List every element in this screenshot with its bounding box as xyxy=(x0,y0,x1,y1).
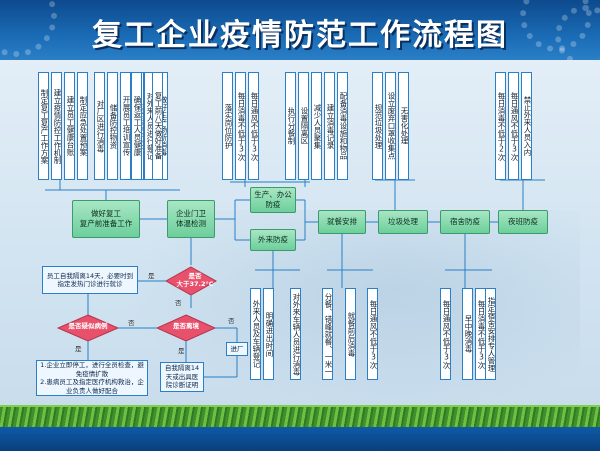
label-no: 否 xyxy=(175,299,182,307)
box-gate: 企业门卫 体温检测 xyxy=(167,200,215,238)
box-canteen: 就餐安排 xyxy=(318,210,366,234)
decision-temp-text: 是否 大于37.2°C xyxy=(176,272,214,288)
footer-band xyxy=(0,427,600,451)
top-item-box: 规范垃圾处理 xyxy=(372,72,383,180)
suspect-note: 1.企业立即停工，进行全员检查，避免疫情扩散 2.患病员工及指定医疗机构救治，企… xyxy=(36,360,148,396)
top-item-box: 制定复工复产工作方案 xyxy=(38,72,49,180)
bottom-item-box: 分餐、错峰就餐、一米一凳 xyxy=(322,288,333,380)
top-item-box: 对厂区进行消毒 xyxy=(94,72,105,180)
enter-factory-box: 进厂 xyxy=(226,342,248,356)
top-item-box: 设立废弃口罩收集点 xyxy=(385,72,396,180)
decision-close-text: 是否离境 xyxy=(173,322,199,330)
label-yes: 是 xyxy=(148,272,155,280)
top-item-box: 减少人员聚集 xyxy=(311,72,322,180)
top-item-box: 复工前八天做好准备 xyxy=(152,72,163,180)
top-item-box: 建立员工健康台账 xyxy=(64,72,75,180)
top-item-box: 储备防控物资 xyxy=(107,72,118,180)
box-night: 夜班防疫 xyxy=(498,210,548,234)
top-item-box: 每日消毒不低于2次 xyxy=(495,72,506,180)
box-dorm: 宿舍防疫 xyxy=(440,210,490,234)
top-item-box: 配备消毒设施和物品 xyxy=(337,72,348,180)
top-item-box: 无害化处理 xyxy=(398,72,409,180)
bottom-item-box: 指定宿舍安排专人管理 xyxy=(485,288,496,380)
top-item-box: 开展员工培训宣传 xyxy=(120,72,131,180)
top-item-box: 设置隔离区 xyxy=(298,72,309,180)
decision-fever-text: 是否疑似病例 xyxy=(68,322,108,330)
top-item-box: 建立疫情防控工作机制 xyxy=(51,72,62,180)
bottom-item-box: 每日通风不低于3次 xyxy=(367,288,378,380)
top-item-box: 建立消毒记录 xyxy=(324,72,335,180)
page-title: 复工企业疫情防范工作流程图 xyxy=(92,18,508,53)
grass-strip xyxy=(0,405,600,429)
isolation-note: 员工自我隔离14天，必要时到 指定发热门诊进行就诊 xyxy=(42,266,138,294)
self-isolate-box: 自我隔离14 天或出具医 院诊断证明 xyxy=(160,362,204,392)
top-item-box: 制定应急处置预案 xyxy=(77,72,88,180)
top-item-box: 每日消毒不低于3次 xyxy=(235,72,246,180)
gear-icon xyxy=(0,0,57,57)
bottom-item-box: 对外来车辆人员进行消毒检测 xyxy=(290,288,301,380)
label-no: 否 xyxy=(128,319,135,327)
bottom-item-box: 早中晚消毒 xyxy=(462,288,473,380)
top-item-box: 禁止外来人员入内 xyxy=(521,72,532,180)
top-item-box: 每日通风不低于3次 xyxy=(248,72,259,180)
box-prep: 做好复工 复产前准备工作 xyxy=(72,200,140,238)
label-yes: 是 xyxy=(178,347,185,355)
top-item-box: 每日通风不低于3次 xyxy=(508,72,519,180)
top-item-box: 执行分餐制 xyxy=(285,72,296,180)
bottom-item-box: 明确进出时间 xyxy=(263,288,274,380)
box-outside: 外来防疫 xyxy=(250,229,296,251)
box-garbage: 垃圾处理 xyxy=(378,210,428,234)
label-no: 否 xyxy=(228,317,235,325)
bottom-item-box: 每日通风不低于3次 xyxy=(440,288,451,380)
label-yes: 是 xyxy=(75,345,82,353)
bottom-item-box: 就餐前后消毒 xyxy=(345,288,356,380)
box-office: 生产、办公 防疫 xyxy=(250,187,296,213)
top-item-box: 确保返工人员健康 xyxy=(131,72,142,180)
top-item-box: 落实岗位防护 xyxy=(222,72,233,180)
bottom-item-box: 外来人员及车辆登记 xyxy=(250,288,261,380)
